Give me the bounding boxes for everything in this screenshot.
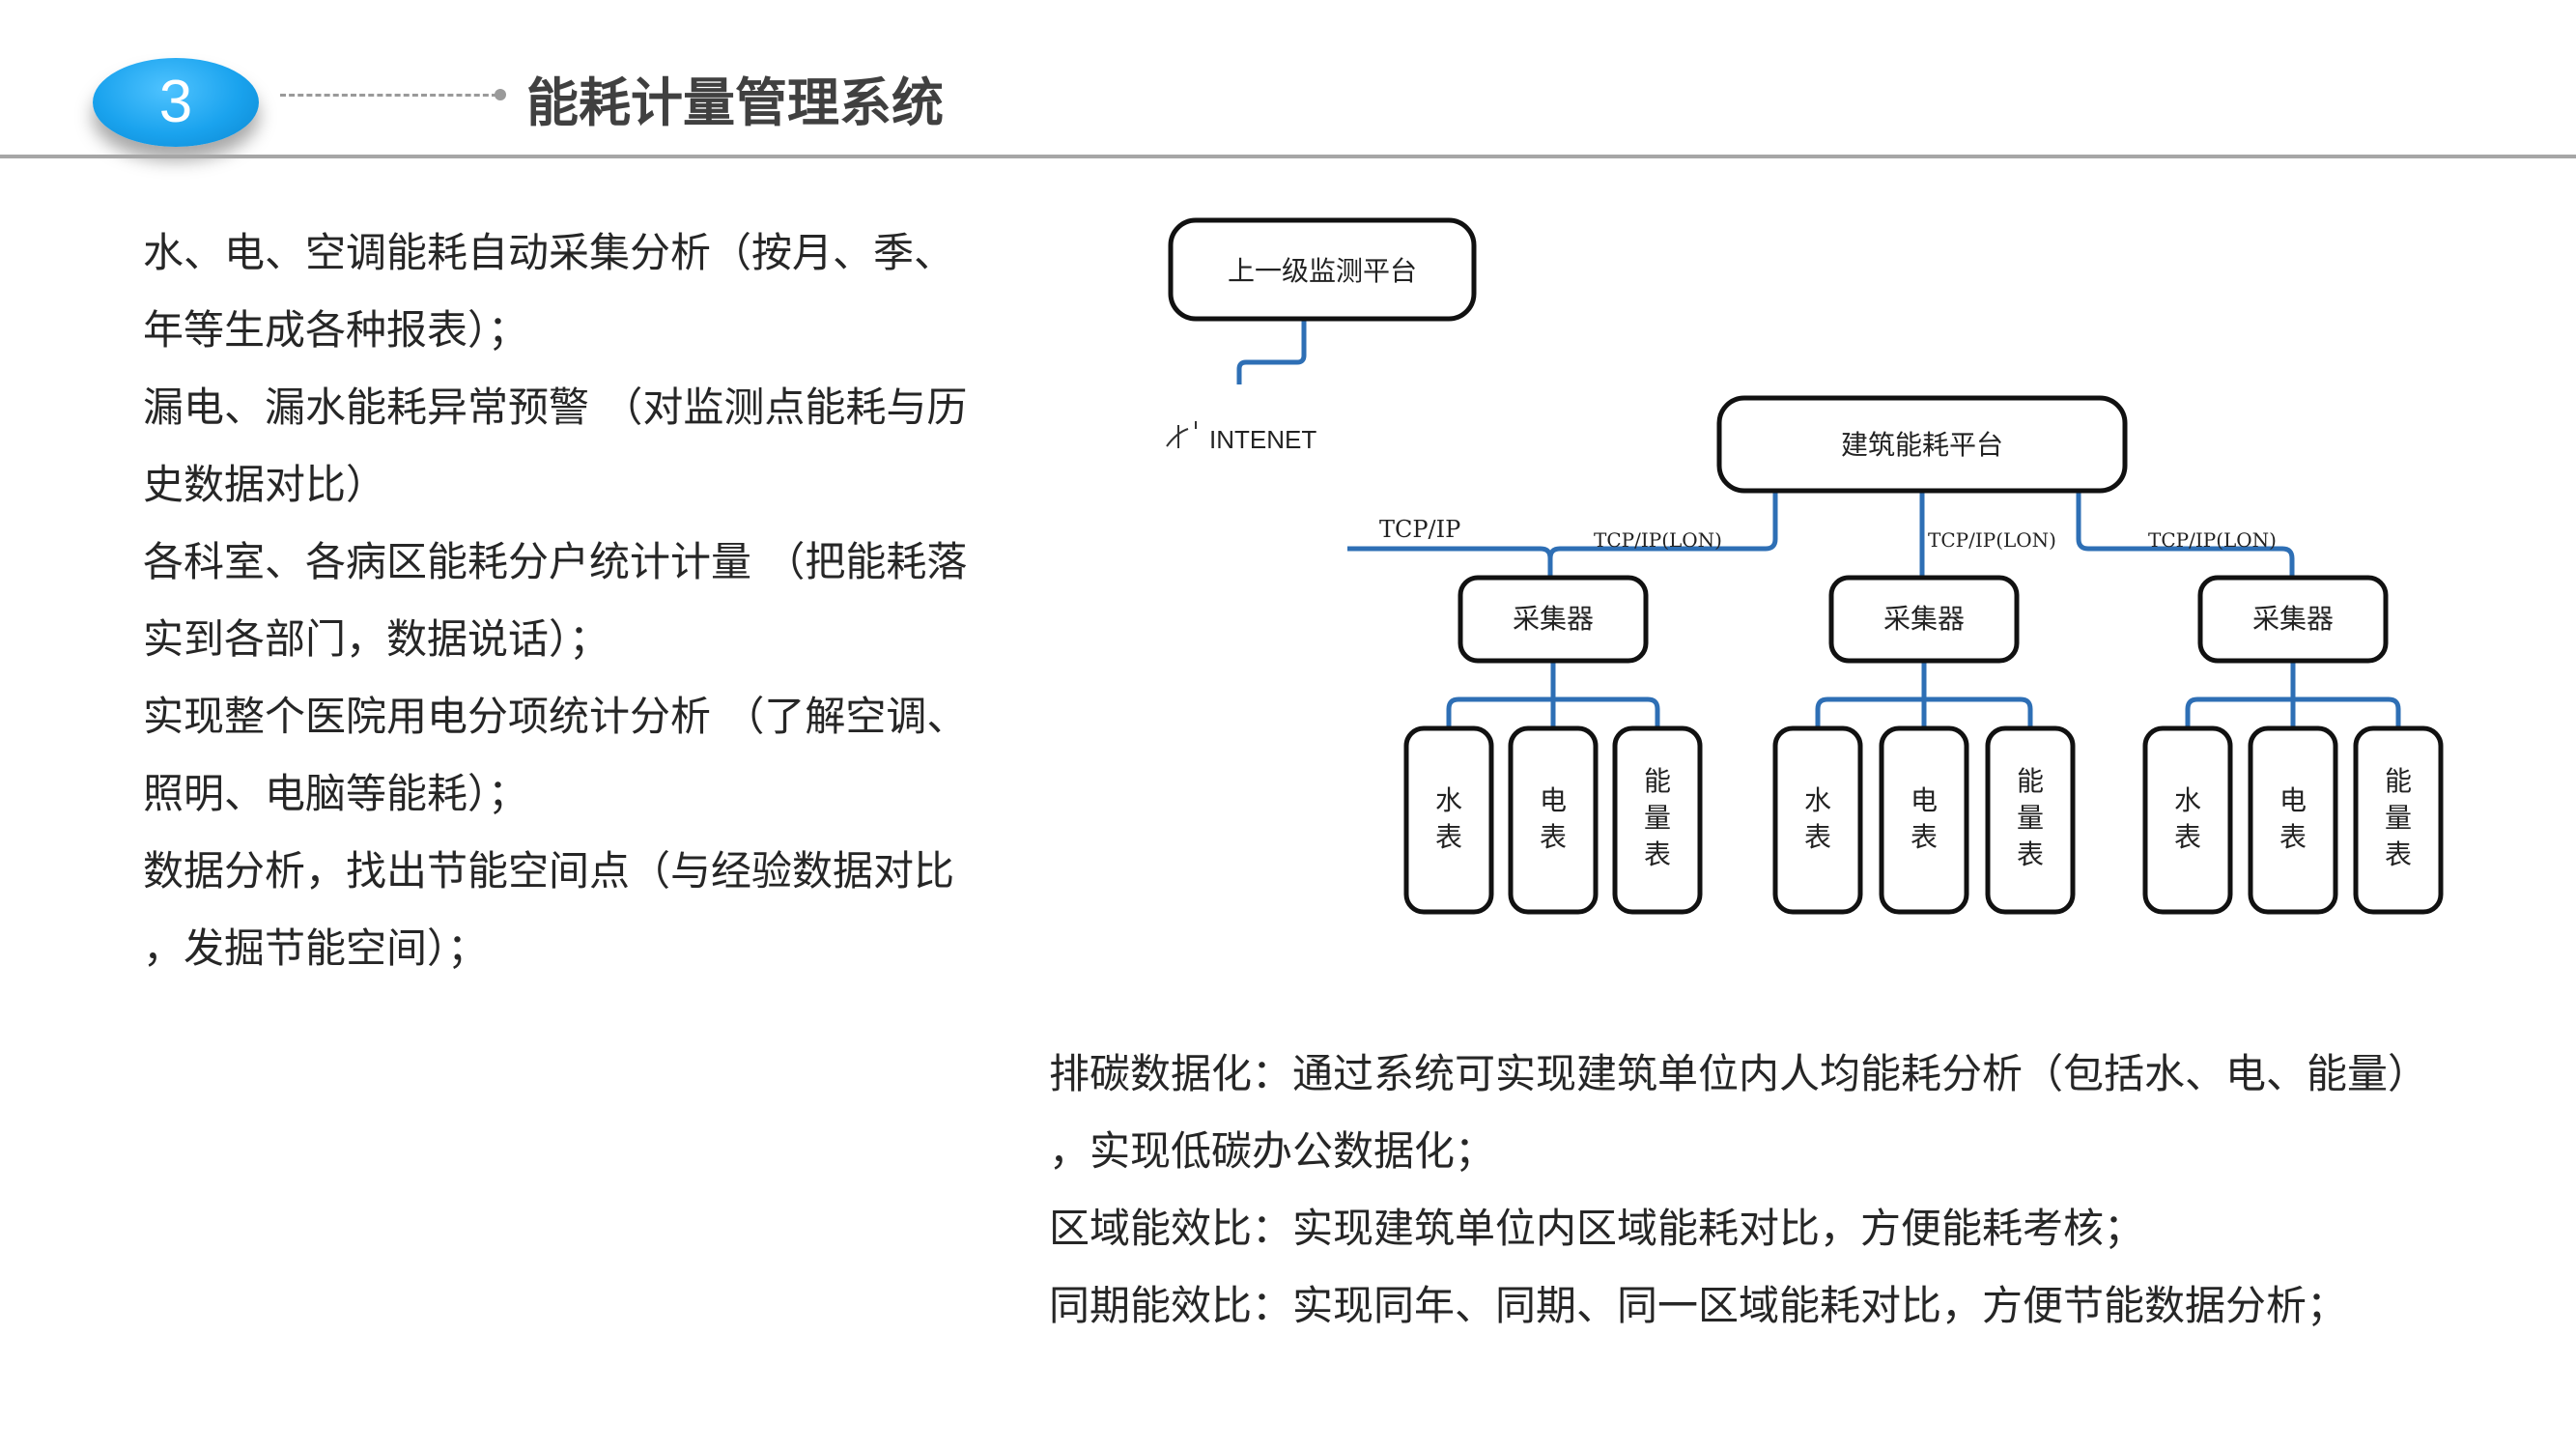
- electric-meter-char: 表: [1540, 821, 1567, 853]
- energy-meter-char: 表: [2385, 838, 2412, 870]
- left-line: 水、电、空调能耗自动采集分析（按月、季、: [143, 229, 955, 276]
- collector-label-1: 采集器: [1513, 603, 1594, 635]
- water-meter-box-2: [1772, 725, 1863, 915]
- header-dashed-line: [280, 94, 497, 97]
- energy-meter-char: 表: [2017, 838, 2044, 870]
- electric-meter-box-3: [2248, 725, 2338, 915]
- left-line: 史数据对比）: [143, 461, 387, 508]
- collector-label-2: 采集器: [1883, 603, 1965, 635]
- link-label-tcpip-lon-3: TCP/IP(LON): [2148, 528, 2277, 552]
- electric-meter-char: 电: [2279, 784, 2307, 816]
- building-platform-label: 建筑能耗平台: [1841, 429, 2003, 461]
- electric-meter-char: 电: [1540, 784, 1567, 816]
- water-meter-char: 表: [1804, 821, 1831, 853]
- left-feature-list: 水、电、空调能耗自动采集分析（按月、季、 年等生成各种报表）； 漏电、漏水能耗异…: [143, 214, 1032, 987]
- connectors: [1236, 319, 2401, 728]
- left-line: 年等生成各种报表）；: [143, 306, 529, 354]
- water-meter-char: 水: [1804, 784, 1831, 816]
- left-line: 照明、电脑等能耗）；: [143, 770, 529, 817]
- connector-internet-collector-1: [1347, 546, 1553, 578]
- internet-label: INTENET: [1209, 425, 1316, 454]
- water-meter-box-3: [2142, 725, 2233, 915]
- energy-meter-box-2: [1985, 725, 2076, 915]
- link-label-tcpip-lon-1: TCP/IP(LON): [1594, 528, 1722, 552]
- connector-collector-2-meters: [1815, 661, 2033, 728]
- bottom-line: 区域能效比：实现建筑单位内区域能耗对比，方便能耗考核；: [1049, 1205, 2145, 1252]
- header-dashed-line-dot: [495, 89, 506, 100]
- electric-meter-box-2: [1879, 725, 1969, 915]
- electric-meter-char: 电: [1911, 784, 1938, 816]
- energy-meter-char: 能: [1644, 765, 1671, 797]
- connector-collector-3-meters: [2185, 661, 2401, 728]
- section-number-badge: 3: [93, 58, 259, 147]
- left-line: ，发掘节能空间）；: [143, 924, 489, 972]
- bottom-line: ，实现低碳办公数据化；: [1049, 1127, 1496, 1175]
- electric-meter-box-1: [1508, 725, 1599, 915]
- header-divider: [0, 155, 2576, 158]
- connector-building-collector-1: [1547, 491, 1778, 559]
- connector-building-collector-3: [2076, 491, 2295, 578]
- water-meter-char: 水: [1435, 784, 1462, 816]
- connector-top-internet: [1236, 319, 1307, 384]
- water-meter-box-1: [1403, 725, 1494, 915]
- water-meter-char: 水: [2174, 784, 2201, 816]
- left-line: 实现整个医院用电分项统计分析 （了解空调、: [143, 693, 968, 740]
- internet-icon: [1166, 421, 1197, 448]
- bottom-line: 同期能效比：实现同年、同期、同一区域能耗对比，方便节能数据分析；: [1049, 1282, 2348, 1329]
- energy-meter-char: 表: [1644, 838, 1671, 870]
- bottom-feature-list: 排碳数据化：通过系统可实现建筑单位内人均能耗分析（包括水、电、能量） ，实现低碳…: [1049, 1036, 2556, 1345]
- collector-box-1: [1458, 575, 1649, 664]
- energy-meter-char: 量: [2017, 802, 2044, 834]
- energy-meter-char: 能: [2385, 765, 2412, 797]
- energy-meter-char: 量: [2385, 802, 2412, 834]
- energy-meter-box-1: [1612, 725, 1703, 915]
- left-line: 实到各部门，数据说话）；: [143, 615, 610, 663]
- page-title: 能耗计量管理系统: [526, 72, 944, 133]
- left-line: 数据分析，找出节能空间点（与经验数据对比: [143, 847, 955, 895]
- collector-label-3: 采集器: [2252, 603, 2334, 635]
- building-platform-box: [1716, 395, 2128, 494]
- water-meter-char: 表: [1435, 821, 1462, 853]
- section-number: 3: [158, 69, 193, 135]
- connector-collector-1-meters: [1446, 661, 1660, 728]
- energy-meter-char: 能: [2017, 765, 2044, 797]
- energy-meter-box-3: [2353, 725, 2444, 915]
- electric-meter-char: 表: [1911, 821, 1938, 853]
- link-label-tcpip-lon-2: TCP/IP(LON): [1928, 528, 2056, 552]
- link-label-tcpip: TCP/IP: [1379, 516, 1460, 543]
- top-platform-box: [1168, 217, 1477, 322]
- left-line: 各科室、各病区能耗分户统计计量 （把能耗落: [143, 538, 968, 585]
- energy-meter-char: 量: [1644, 802, 1671, 834]
- bottom-line: 排碳数据化：通过系统可实现建筑单位内人均能耗分析（包括水、电、能量）: [1049, 1050, 2429, 1097]
- collector-box-2: [1828, 575, 2020, 664]
- top-platform-label: 上一级监测平台: [1228, 255, 1417, 287]
- collector-box-3: [2197, 575, 2389, 664]
- left-line: 漏电、漏水能耗异常预警 （对监测点能耗与历: [143, 384, 968, 431]
- water-meter-char: 表: [2174, 821, 2201, 853]
- electric-meter-char: 表: [2279, 821, 2307, 853]
